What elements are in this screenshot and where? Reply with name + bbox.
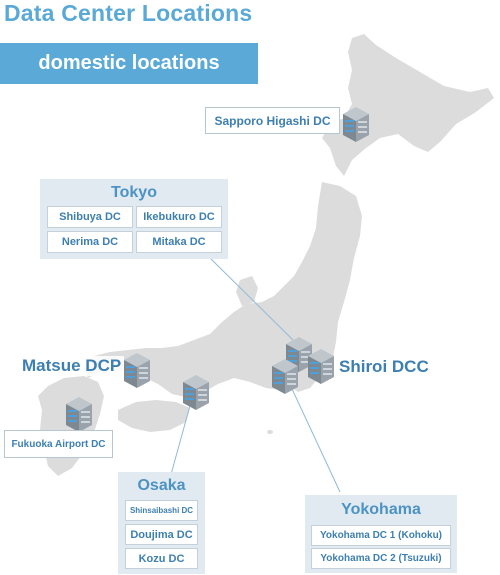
dc-item-osaka[interactable]: Kozu DC bbox=[125, 548, 198, 569]
datacenter-icon-shiroi bbox=[308, 349, 334, 384]
datacenter-icon-yokohama bbox=[272, 359, 298, 394]
osaka-group-panel: Osaka Shinsaibashi DC Doujima DC Kozu DC bbox=[118, 472, 205, 574]
dc-item-tokyo[interactable]: Shibuya DC bbox=[47, 206, 133, 228]
location-label-sapporo[interactable]: Sapporo Higashi DC bbox=[205, 107, 340, 134]
tokyo-group-title: Tokyo bbox=[111, 184, 157, 201]
section-banner: domestic locations bbox=[0, 43, 258, 84]
dc-item-osaka[interactable]: Doujima DC bbox=[125, 524, 198, 545]
hokkaido-landmass bbox=[322, 34, 494, 176]
datacenter-icon-sapporo bbox=[343, 107, 369, 142]
dc-item-tokyo[interactable]: Nerima DC bbox=[47, 231, 133, 253]
shikoku-landmass bbox=[118, 400, 190, 432]
dc-item-tokyo[interactable]: Ikebukuro DC bbox=[136, 206, 222, 228]
location-label-fukuoka[interactable]: Fukuoka Airport DC bbox=[4, 430, 113, 458]
page-title: Data Center Locations bbox=[4, 0, 253, 26]
datacenter-icon-fukuoka bbox=[66, 397, 92, 432]
datacenter-icon-osaka bbox=[183, 375, 209, 410]
yokohama-group-panel: Yokohama Yokohama DC 1 (Kohoku) Yokohama… bbox=[305, 495, 457, 573]
location-label-matsue[interactable]: Matsue DCP bbox=[19, 356, 125, 376]
dc-item-yokohama[interactable]: Yokohama DC 1 (Kohoku) bbox=[311, 525, 451, 546]
dc-item-tokyo[interactable]: Mitaka DC bbox=[136, 231, 222, 253]
yokohama-group-title: Yokohama bbox=[341, 501, 421, 518]
dc-item-osaka[interactable]: Shinsaibashi DC bbox=[125, 500, 198, 521]
location-label-shiroi[interactable]: Shiroi DCC bbox=[336, 357, 432, 377]
dc-item-yokohama[interactable]: Yokohama DC 2 (Tsuzuki) bbox=[311, 548, 451, 569]
datacenter-icon-matsue bbox=[124, 353, 150, 388]
tokyo-group-panel: Tokyo Shibuya DC Ikebukuro DC Nerima DC … bbox=[40, 179, 228, 259]
osaka-group-title: Osaka bbox=[137, 477, 186, 494]
